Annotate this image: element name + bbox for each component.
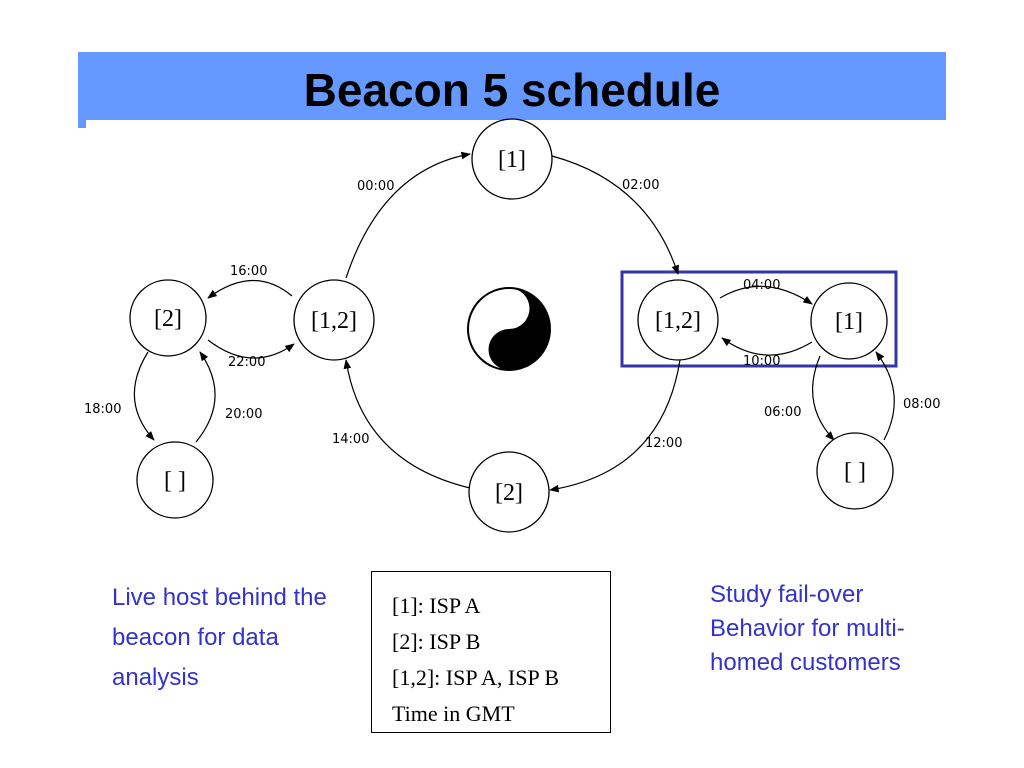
- edge-label-0400: 04:00: [743, 278, 780, 293]
- edge-label-0000: 00:00: [357, 179, 394, 194]
- legend-isp-b: [2]: ISP B: [392, 629, 481, 654]
- edge-label-1600: 16:00: [230, 264, 267, 279]
- svg-text:[1,2]: [1,2]: [655, 308, 701, 334]
- slide-title: Beacon 5 schedule: [303, 64, 721, 116]
- legend-time-note: Time in GMT: [392, 701, 515, 726]
- edge-label-1800: 18:00: [84, 402, 121, 417]
- edge-bottom-farright: [875, 351, 895, 441]
- title-accent: [78, 52, 86, 128]
- node-right: [1,2]: [637, 279, 719, 361]
- node-far-right-bottom: [ ]: [816, 432, 894, 510]
- edge-left-top: [345, 151, 471, 279]
- edge-label-0200: 02:00: [622, 178, 659, 193]
- title-bar: [78, 52, 946, 120]
- edge-label-2000: 20:00: [225, 407, 262, 422]
- edge-farright-bottom: [812, 355, 835, 441]
- node-left: [1,2]: [293, 279, 375, 361]
- svg-text:[1,2]: [1,2]: [311, 308, 357, 334]
- legend-isp-a: [1]: ISP A: [392, 593, 481, 618]
- svg-text:[ ]: [ ]: [164, 468, 186, 494]
- svg-text:[1]: [1]: [835, 309, 863, 335]
- edge-farleft-bottom: [133, 351, 155, 441]
- svg-text:[ ]: [ ]: [844, 459, 866, 485]
- node-far-left: [2]: [129, 279, 207, 357]
- edge-right-bottom: [549, 359, 681, 493]
- note-fail-over: Study fail-over Behavior for multi-homed…: [710, 581, 905, 676]
- edge-label-0600: 06:00: [764, 405, 801, 420]
- edge-bottom-left: [343, 359, 471, 489]
- edge-label-1000: 10:00: [743, 354, 780, 369]
- edge-label-0800: 08:00: [903, 397, 940, 412]
- edge-left-farleft: [207, 279, 293, 299]
- highlight-box: [620, 270, 898, 368]
- edge-label-1200: 12:00: [645, 436, 682, 451]
- node-far-right: [1]: [810, 282, 888, 360]
- edge-top-right: [551, 155, 679, 275]
- legend-box: [1]: ISP A [2]: ISP B [1,2]: ISP A, ISP …: [371, 571, 611, 733]
- edge-label-1400: 14:00: [332, 432, 369, 447]
- svg-text:[2]: [2]: [154, 306, 182, 332]
- yin-yang-icon: [467, 287, 551, 371]
- svg-text:[2]: [2]: [495, 480, 523, 506]
- edge-farright-right: [721, 337, 813, 356]
- node-far-left-bottom: [ ]: [136, 441, 214, 519]
- edge-bottom-farleft: [195, 351, 216, 443]
- note-live-host: Live host behind the beacon for data ana…: [112, 584, 327, 691]
- node-top: [1]: [471, 118, 553, 200]
- svg-text:[1]: [1]: [498, 147, 526, 173]
- edge-label-2200: 22:00: [228, 355, 265, 370]
- edge-right-farright: [719, 285, 813, 305]
- edge-farleft-left: [207, 339, 295, 359]
- node-bottom: [2]: [468, 451, 550, 533]
- legend-isp-both: [1,2]: ISP A, ISP B: [392, 665, 560, 690]
